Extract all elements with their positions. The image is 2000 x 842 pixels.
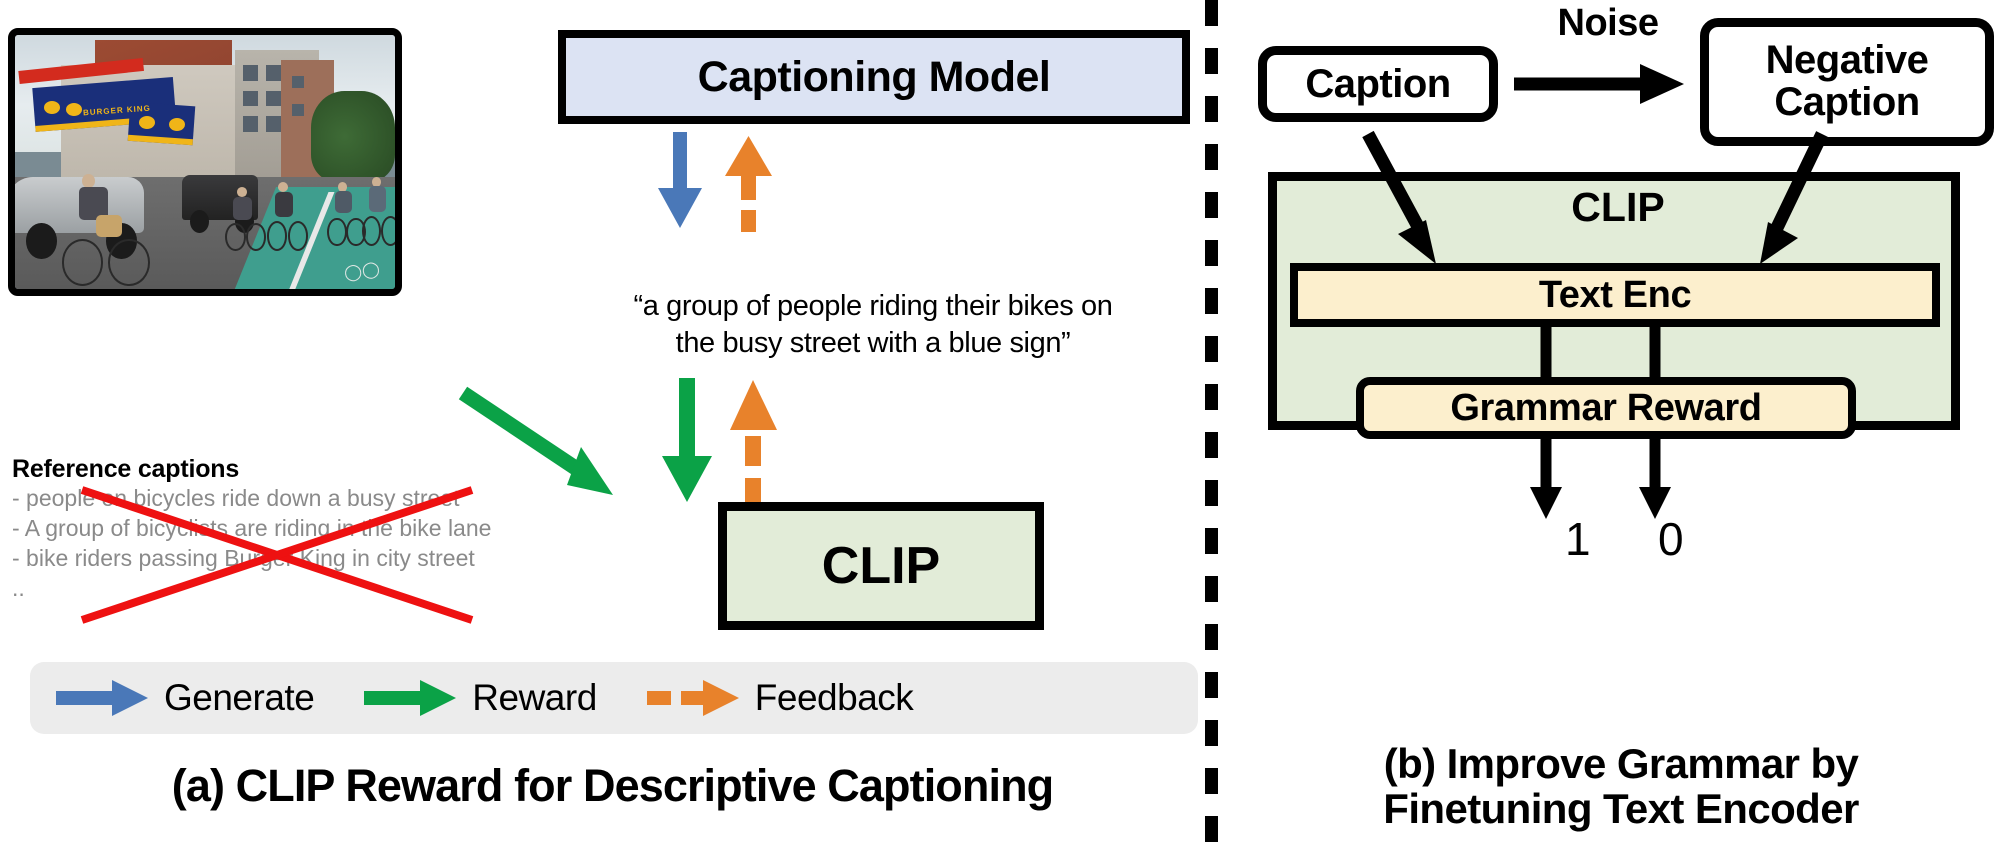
reference-caption-item: .. [12,574,25,601]
street-photo: BURGER KING ◯◯ [8,28,402,296]
legend-item-feedback: Feedback [643,677,960,719]
captioning-model-box: Captioning Model [558,30,1190,124]
text-encoder-box: Text Enc [1290,263,1940,327]
reference-captions-heading: Reference captions [12,455,240,483]
panel-b-caption-line2: Finetuning Text Encoder [1383,784,1859,832]
legend-label-reward: Reward [472,677,597,718]
panel-divider [1205,0,1218,842]
legend-label-generate: Generate [164,677,315,718]
legend-item-reward: Reward [360,677,643,719]
negative-caption-box: Negative Caption [1700,18,1994,146]
feedback-arrow-icon [646,680,739,716]
clip-label: CLIP [821,537,941,595]
caption-to-encoder-arrow-icon [1362,130,1436,264]
captioning-model-label: Captioning Model [697,52,1051,101]
generate-arrow-down-icon [658,132,702,228]
noise-arrow-icon [1514,64,1684,104]
text-encoder-label: Text Enc [1538,273,1692,316]
output-value-1: 1 [1565,513,1591,565]
encoder-to-reward-connectors [1540,326,1661,382]
panel-b-caption: (b) Improve Grammar by Finetuning Text E… [1242,740,2000,832]
generated-caption-line1: “a group of people riding their bikes on [633,290,1113,322]
clip-box-panel-a: CLIP [718,502,1044,630]
reference-caption-item: - A group of bicyclists are riding in th… [12,514,492,541]
caption-box-label: Caption [1305,61,1451,106]
generate-arrow-icon [56,680,148,716]
panel-b-caption-line1: (b) Improve Grammar by [1383,740,1859,787]
reward-arrow-diagonal-icon [458,386,613,495]
reference-captions-block: Reference captions - people on bicycles … [12,455,612,604]
legend: Generate Reward Feedback [30,662,1198,734]
reward-arrow-down-icon [662,378,712,502]
reward-arrow-icon [364,680,457,716]
legend-item-generate: Generate [30,677,360,719]
panel-a-caption: (a) CLIP Reward for Descriptive Captioni… [171,760,1054,811]
strikethrough-cross-icon [80,486,474,624]
negative-caption-line1: Negative [1765,38,1929,83]
negative-caption-line2: Caption [1774,80,1920,124]
negative-caption-to-encoder-arrow-icon [1760,131,1828,264]
noise-label: Noise [1557,2,1659,44]
caption-box: Caption [1258,46,1498,122]
output-value-0: 0 [1658,513,1684,565]
feedback-arrow-up-icon-2 [730,380,777,504]
grammar-reward-label: Grammar Reward [1450,386,1762,429]
generated-caption-text: “a group of people riding their bikes on… [548,288,1198,362]
clip-label-panel-b: CLIP [1571,184,1665,230]
negative-caption-label: Negative Caption [1766,40,1929,123]
grammar-reward-box: Grammar Reward [1356,377,1856,439]
feedback-arrow-up-icon [725,136,772,232]
legend-label-feedback: Feedback [754,677,914,718]
generated-caption-line2: the busy street with a blue sign” [675,327,1071,360]
reward-output-arrows [1530,437,1671,519]
